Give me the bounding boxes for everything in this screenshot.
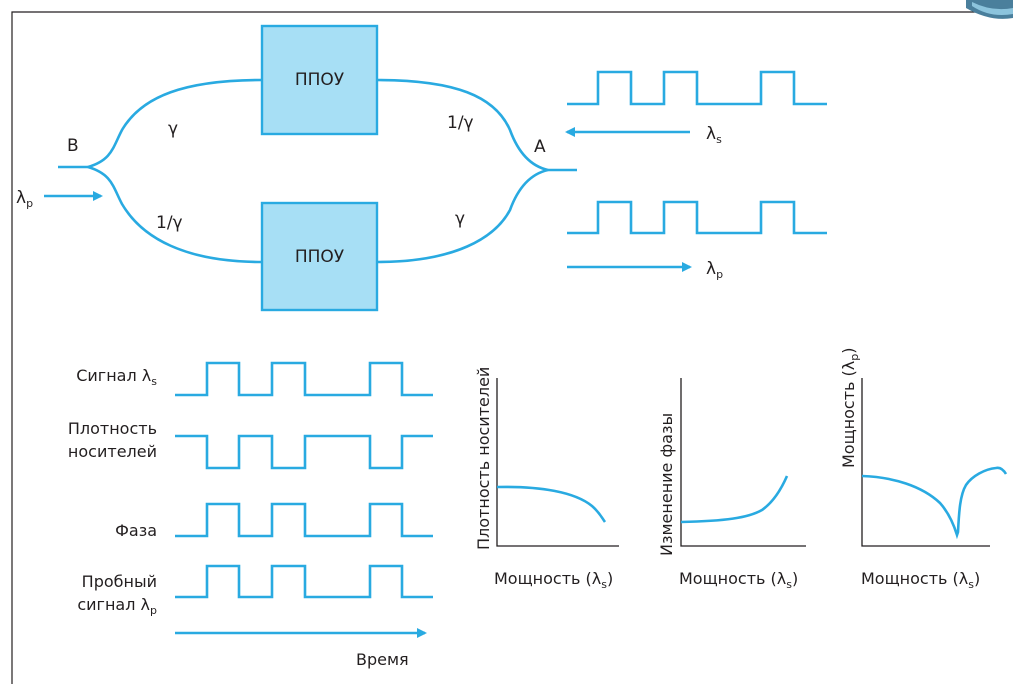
carrier-plot-axes — [496, 378, 619, 547]
soa-bottom-label: ППОУ — [295, 247, 345, 267]
soa-top-label: ППОУ — [295, 70, 345, 90]
upper-arm-left — [87, 78, 263, 169]
timing-diagram: Сигнал λs Плотность носителей Фаза Пробн… — [68, 361, 433, 669]
lower-arm-left — [87, 165, 263, 264]
phase-plot-xlabel: Мощность (λs) — [679, 569, 798, 591]
power-plot-ylabel: Мощность (λp) — [839, 348, 861, 469]
corner-logo-icon — [966, 0, 1013, 19]
time-axis-label: Время — [356, 650, 409, 669]
power-plot-xlabel: Мощность (λs) — [861, 569, 980, 591]
probe-out-label: λp — [706, 259, 723, 281]
figure-frame — [11, 11, 1013, 684]
carrier-plot-ylabel: Плотность носителей — [474, 367, 493, 550]
signal-trace — [175, 361, 433, 397]
phase-curve — [680, 475, 789, 524]
carrier-row-label-1: Плотность — [68, 419, 157, 438]
probe-row-label-1: Пробный — [82, 572, 157, 591]
phase-row-label: Фаза — [115, 521, 157, 540]
power-curve — [861, 466, 1008, 540]
carrier-row-label-2: носителей — [68, 442, 157, 461]
phase-plot-ylabel: Изменение фазы — [657, 413, 676, 556]
soa-top — [260, 24, 379, 136]
power-plot-axes — [861, 378, 990, 547]
carrier-curve — [496, 485, 607, 523]
probe-power-plot: Мощность (λp) Мощность (λs) — [839, 348, 1008, 591]
output-signals: λs λp — [565, 70, 827, 281]
lower-right-coupling: γ — [455, 209, 465, 229]
signal-row-label: Сигнал λs — [76, 366, 157, 388]
probe-row-label-2: сигнал λp — [77, 595, 157, 617]
probe-trace — [175, 564, 433, 599]
carrier-plot-xlabel: Мощность (λs) — [494, 569, 613, 591]
node-a-label: A — [534, 137, 546, 157]
upper-arm-right — [376, 78, 549, 172]
soa-bottom — [260, 201, 379, 312]
lower-left-coupling: 1/γ — [156, 213, 183, 233]
probe-out-pulse-train — [567, 200, 827, 235]
interferometer: ППОУ ППОУ B A γ 1/γ 1/γ γ λp — [16, 24, 577, 312]
phase-plot-axes — [680, 378, 806, 547]
upper-left-coupling: γ — [168, 119, 178, 139]
carrier-trace — [175, 434, 433, 470]
lower-arm-right — [376, 168, 549, 264]
signal-pulse-train — [567, 70, 827, 106]
carrier-density-plot: Плотность носителей Мощность (λs) — [474, 367, 619, 591]
upper-right-coupling: 1/γ — [447, 113, 474, 133]
phase-change-plot: Изменение фазы Мощность (λs) — [657, 378, 806, 591]
node-b-label: B — [67, 136, 79, 156]
phase-trace — [175, 502, 433, 538]
signal-return-label: λs — [706, 124, 722, 146]
probe-input-label: λp — [16, 188, 33, 210]
